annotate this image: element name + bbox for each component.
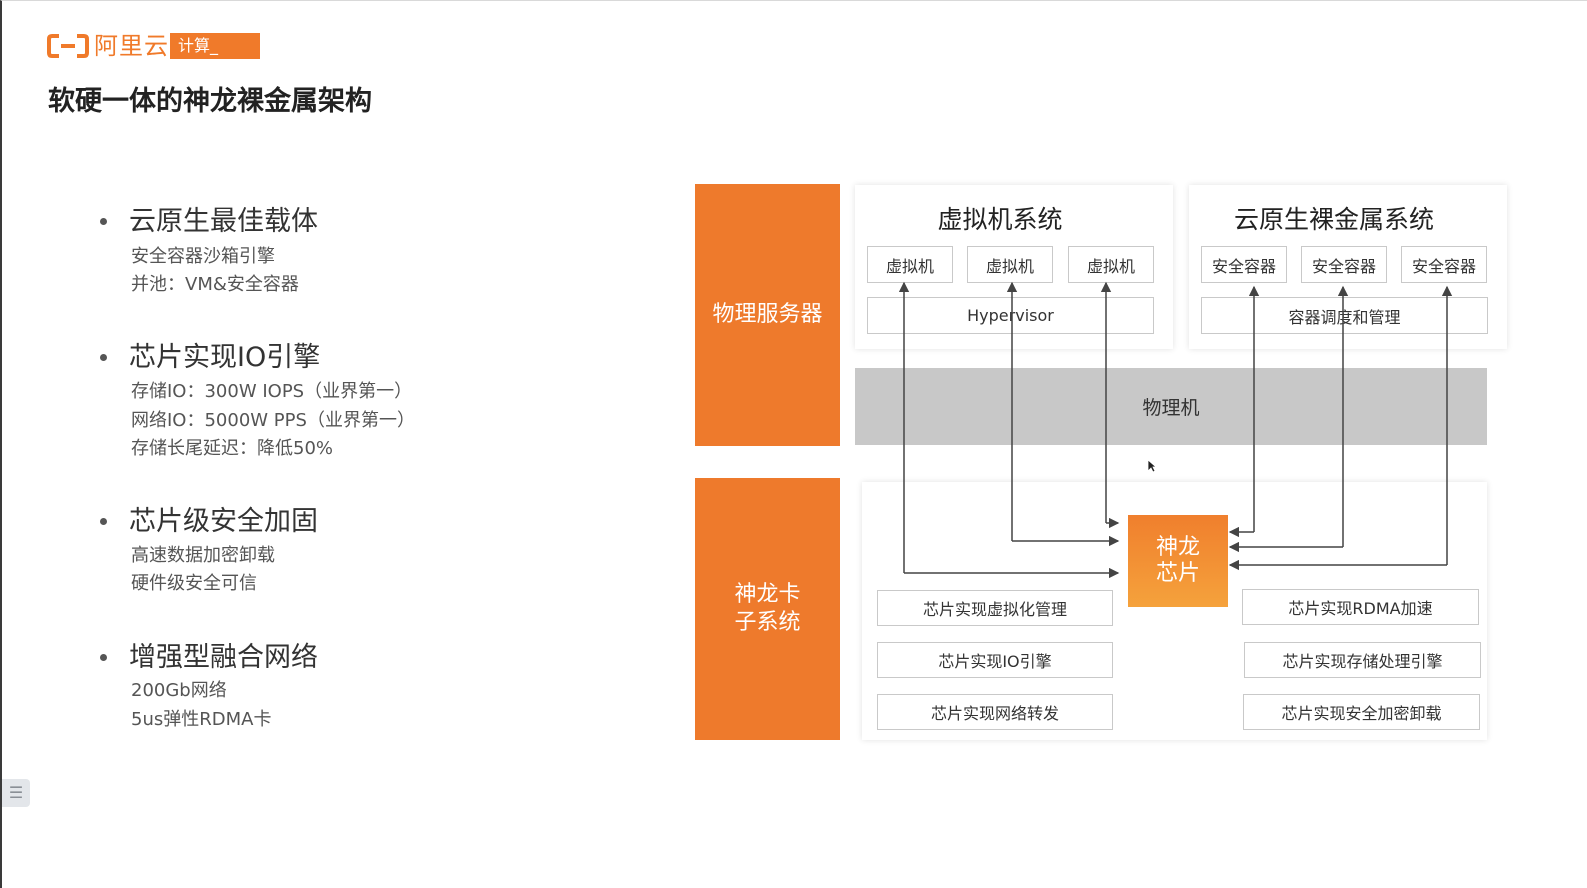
page-title: 软硬一体的神龙裸金属架构	[48, 86, 372, 117]
physical-server-block: 物理服务器	[695, 184, 840, 446]
bullet-heading: 芯片实现IO引擎	[129, 342, 321, 373]
bullet-heading: 云原生最佳载体	[129, 206, 318, 237]
vm-box: 虚拟机	[1068, 246, 1154, 283]
vm-box: 虚拟机	[967, 246, 1053, 283]
bullet-line: 安全容器沙箱引擎	[131, 246, 275, 267]
bullet-line: 网络IO：5000W PPS（业界第一）	[131, 410, 415, 431]
shenlong-chip: 神龙 芯片	[1128, 515, 1228, 607]
bullet-line: 并池：VM&安全容器	[131, 274, 299, 295]
bullet-line: 5us弹性RDMA卡	[131, 709, 272, 730]
bullet-line: 200Gb网络	[131, 680, 227, 701]
mouse-cursor-icon	[1147, 459, 1157, 473]
function-box: 芯片实现网络转发	[877, 694, 1113, 730]
aliyun-logo-icon	[47, 34, 89, 58]
vm-system-title: 虚拟机系统	[937, 205, 1063, 234]
orchestration-box: 容器调度和管理	[1201, 297, 1488, 334]
secure-container-box: 安全容器	[1201, 246, 1287, 283]
bullet-heading: 芯片级安全加固	[129, 506, 318, 537]
bullet-line: 硬件级安全可信	[131, 573, 257, 594]
shenlong-card-block: 神龙卡 子系统	[695, 478, 840, 740]
bare-metal-system-title: 云原生裸金属系统	[1233, 205, 1434, 234]
bullet-dot	[100, 354, 107, 361]
bullet-heading: 增强型融合网络	[129, 642, 318, 673]
secure-container-box: 安全容器	[1301, 246, 1387, 283]
function-box: 芯片实现RDMA加速	[1242, 589, 1479, 625]
function-box: 芯片实现IO引擎	[877, 642, 1113, 678]
physical-machine-bar: 物理机	[855, 368, 1487, 445]
vm-box: 虚拟机	[867, 246, 953, 283]
bullet-dot	[100, 218, 107, 225]
logo-text: 阿里云	[94, 32, 169, 60]
logo-tag: 计算_	[170, 33, 260, 59]
bullet-dot	[100, 518, 107, 525]
hypervisor-box: Hypervisor	[867, 297, 1154, 334]
function-box: 芯片实现存储处理引擎	[1244, 642, 1481, 678]
function-box: 芯片实现虚拟化管理	[877, 590, 1113, 626]
bullet-line: 高速数据加密卸载	[131, 545, 275, 566]
list-icon[interactable]: ☰	[2, 779, 30, 807]
function-box: 芯片实现安全加密卸载	[1243, 694, 1480, 730]
bullet-dot	[100, 654, 107, 661]
secure-container-box: 安全容器	[1401, 246, 1487, 283]
bullet-line: 存储长尾延迟：降低50%	[131, 438, 334, 459]
bullet-line: 存储IO：300W IOPS（业界第一）	[131, 381, 413, 402]
